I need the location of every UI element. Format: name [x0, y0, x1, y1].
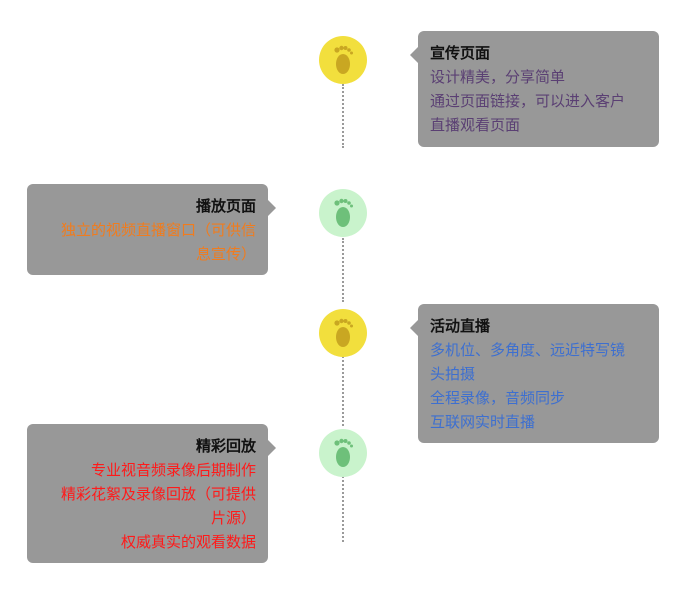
timeline-connector — [342, 356, 344, 426]
footprint-icon — [334, 438, 353, 467]
card-line: 全程录像，音频同步 — [430, 389, 566, 407]
footprint-icon — [334, 45, 353, 74]
card-title: 播放页面 — [195, 197, 256, 215]
timeline-connector — [342, 476, 344, 542]
timeline-connector — [342, 84, 344, 148]
footprint-icon — [334, 318, 353, 347]
card-line: 独立的视频直播窗口（可供信 — [60, 221, 256, 239]
card-line: 息宣传） — [195, 245, 256, 263]
timeline-connector — [342, 238, 344, 302]
card-line: 头拍摄 — [430, 365, 476, 383]
card-line: 片源） — [210, 509, 256, 527]
card-line: 直播观看页面 — [430, 116, 521, 134]
timeline-node — [319, 36, 367, 84]
card-line: 通过页面链接，可以进入客户 — [430, 92, 626, 110]
card-line: 权威真实的观看数据 — [120, 533, 256, 551]
timeline-node — [319, 189, 367, 237]
footprint-icon — [334, 198, 353, 227]
card-line: 专业视音频录像后期制作 — [90, 461, 256, 479]
timeline-node — [319, 309, 367, 357]
card-title: 精彩回放 — [195, 437, 256, 455]
timeline-card-player-page: 播放页面 独立的视频直播窗口（可供信 息宣传） — [27, 184, 276, 275]
timeline-card-replay: 精彩回放 专业视音频录像后期制作 精彩花絮及录像回放（可提供 片源） 权威真实的… — [27, 424, 276, 563]
timeline-card-live-event: 活动直播 多机位、多角度、远近特写镜 头拍摄 全程录像，音频同步 互联网实时直播 — [410, 304, 659, 443]
timeline-card-promo-page: 宣传页面 设计精美，分享简单 通过页面链接，可以进入客户 直播观看页面 — [410, 31, 659, 147]
card-title: 宣传页面 — [430, 44, 491, 62]
card-line: 多机位、多角度、远近特写镜 — [430, 341, 626, 359]
card-line: 精彩花絮及录像回放（可提供 — [60, 485, 256, 503]
card-line: 设计精美，分享简单 — [430, 68, 566, 86]
timeline-node — [319, 429, 367, 477]
card-title: 活动直播 — [430, 317, 491, 335]
card-line: 互联网实时直播 — [430, 413, 536, 431]
